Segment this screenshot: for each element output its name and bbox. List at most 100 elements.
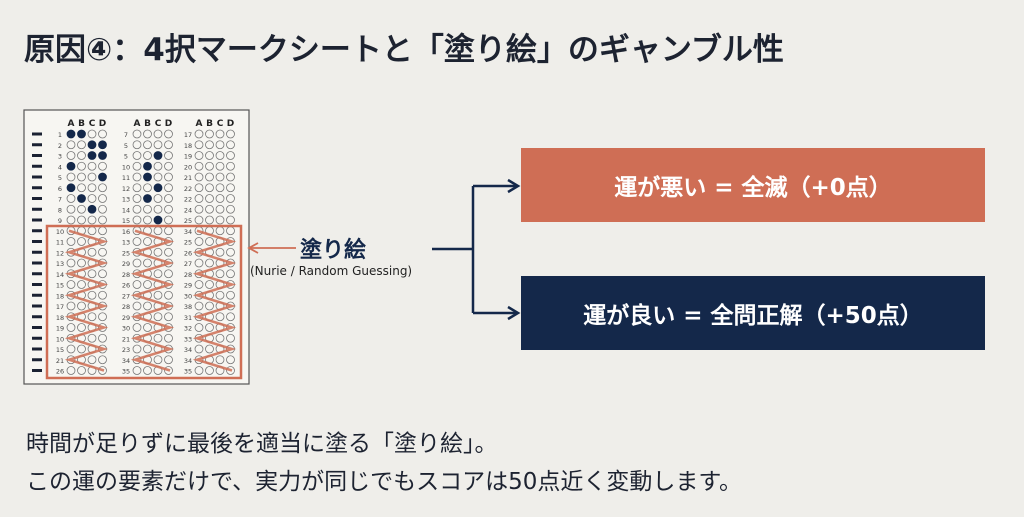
empty-bubble — [164, 129, 173, 139]
timing-mark — [32, 304, 42, 308]
question-number: 34 — [184, 228, 192, 236]
question-number: 13 — [122, 196, 130, 204]
empty-bubble — [77, 172, 86, 182]
timing-mark — [32, 336, 42, 340]
empty-bubble — [164, 140, 173, 150]
empty-bubble — [87, 172, 97, 182]
empty-bubble — [66, 366, 76, 375]
empty-bubble — [66, 258, 76, 268]
empty-bubble — [226, 204, 235, 214]
choice-header: D — [99, 119, 106, 129]
filled-bubble — [153, 215, 163, 225]
empty-bubble — [143, 344, 152, 354]
bottom-text-line-2: この運の要素だけで、実力が同じでもスコアは50点近く変動します。 — [26, 469, 743, 495]
question-number: 25 — [122, 249, 130, 257]
filled-bubble — [143, 194, 152, 203]
timing-mark — [32, 315, 42, 319]
empty-bubble — [194, 140, 204, 150]
filled-bubble — [77, 194, 86, 203]
question-number: 2 — [58, 142, 62, 150]
empty-bubble — [226, 215, 235, 225]
empty-bubble — [226, 172, 235, 182]
question-number: 25 — [184, 217, 192, 225]
empty-bubble — [164, 247, 173, 257]
empty-bubble — [87, 355, 97, 365]
timing-mark — [32, 207, 42, 211]
filled-bubble — [153, 183, 163, 193]
bad-luck-outcome-box: 運が悪い = 全滅（+0点） — [521, 148, 985, 222]
question-number: 11 — [56, 239, 64, 247]
empty-bubble — [194, 172, 204, 182]
question-number: 3 — [58, 153, 62, 161]
empty-bubble — [153, 355, 163, 365]
question-number: 26 — [56, 368, 64, 376]
question-number: 18 — [56, 292, 64, 300]
question-number: 29 — [122, 314, 130, 322]
empty-bubble — [98, 129, 107, 139]
question-number: 1 — [58, 131, 62, 139]
empty-bubble — [205, 323, 214, 332]
empty-bubble — [215, 194, 225, 203]
empty-bubble — [77, 140, 86, 150]
question-number: 28 — [122, 303, 130, 311]
empty-bubble — [77, 161, 86, 171]
empty-bubble — [226, 355, 235, 365]
empty-bubble — [87, 194, 97, 203]
empty-bubble — [164, 194, 173, 203]
timing-mark — [32, 175, 42, 179]
nurie-label: 塗り絵 — [300, 238, 367, 263]
choice-header: B — [206, 119, 213, 129]
empty-bubble — [66, 344, 76, 354]
question-number: 12 — [56, 249, 64, 257]
choice-header: A — [134, 119, 141, 129]
question-number: 24 — [184, 206, 192, 214]
filled-bubble — [98, 172, 107, 182]
empty-bubble — [98, 333, 107, 343]
choice-header: D — [227, 119, 234, 129]
empty-bubble — [215, 247, 225, 257]
question-number: 5 — [58, 174, 62, 182]
question-number: 38 — [184, 303, 192, 311]
empty-bubble — [194, 215, 204, 225]
empty-bubble — [205, 280, 214, 289]
question-number: 28 — [184, 271, 192, 279]
empty-bubble — [143, 280, 152, 289]
empty-bubble — [205, 129, 214, 139]
question-number: 5 — [124, 142, 128, 150]
timing-mark — [32, 369, 42, 372]
timing-mark — [32, 250, 42, 254]
empty-bubble — [215, 226, 225, 236]
empty-bubble — [153, 269, 163, 279]
empty-bubble — [143, 215, 152, 225]
empty-bubble — [98, 290, 107, 300]
question-number: 6 — [58, 185, 62, 193]
empty-bubble — [66, 237, 76, 246]
empty-bubble — [164, 312, 173, 322]
empty-bubble — [153, 290, 163, 300]
empty-bubble — [164, 204, 173, 214]
choice-header: C — [217, 119, 224, 129]
empty-bubble — [132, 194, 142, 203]
empty-bubble — [77, 204, 86, 214]
question-number: 5 — [124, 153, 128, 161]
empty-bubble — [132, 151, 142, 160]
empty-bubble — [226, 312, 235, 322]
question-number: 21 — [184, 174, 192, 182]
empty-bubble — [164, 215, 173, 225]
empty-bubble — [132, 204, 142, 214]
empty-bubble — [66, 204, 76, 214]
empty-bubble — [205, 140, 214, 150]
timing-mark — [32, 143, 42, 147]
timing-mark — [32, 272, 42, 276]
empty-bubble — [226, 140, 235, 150]
random-guess-zigzag — [130, 229, 175, 372]
question-number: 17 — [56, 303, 64, 311]
empty-bubble — [153, 333, 163, 343]
empty-bubble — [153, 129, 163, 139]
question-number: 22 — [184, 196, 192, 204]
empty-bubble — [153, 226, 163, 236]
empty-bubble — [132, 172, 142, 182]
question-number: 25 — [184, 239, 192, 247]
empty-bubble — [132, 344, 142, 354]
